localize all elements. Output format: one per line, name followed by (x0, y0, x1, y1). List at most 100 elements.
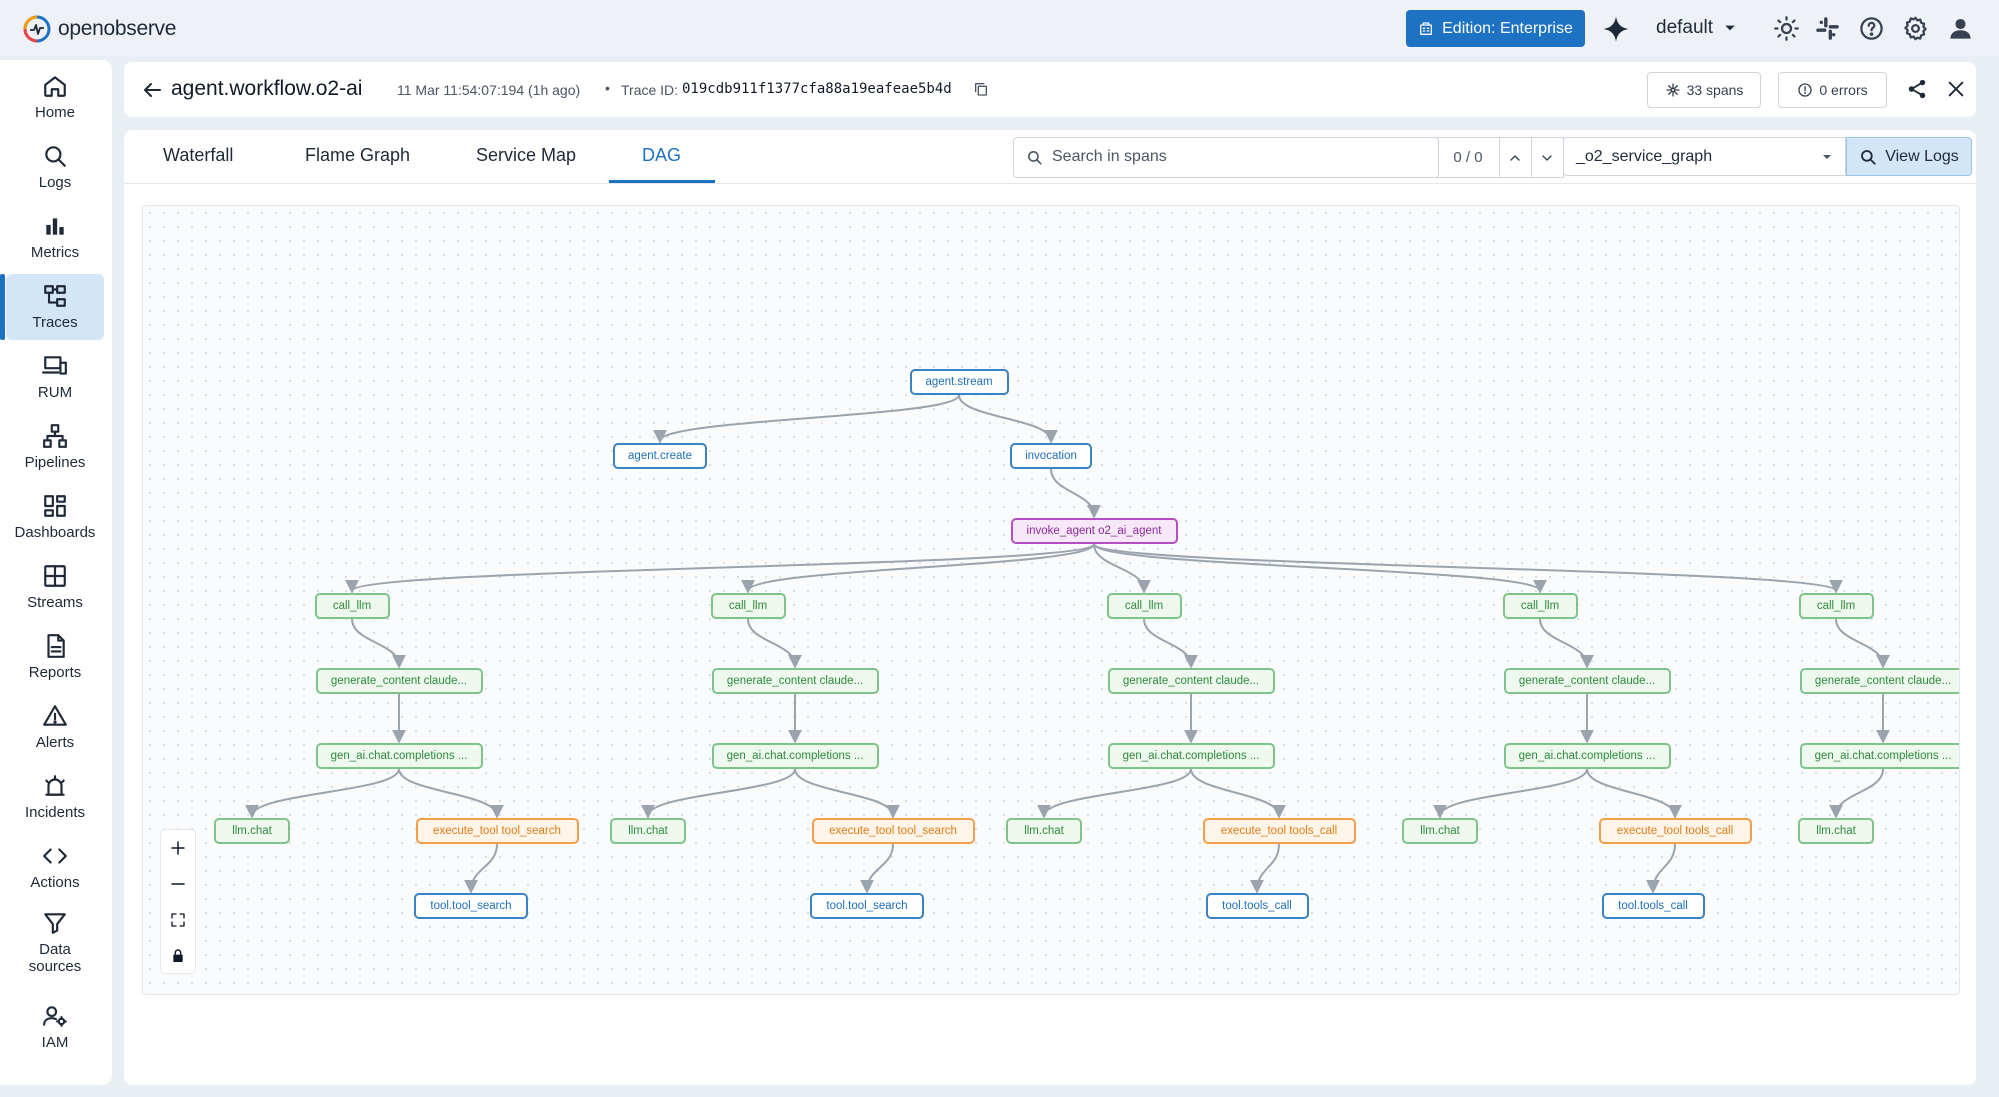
dag-node[interactable]: llm.chat (214, 818, 290, 844)
dag-node[interactable]: call_llm (1106, 593, 1182, 619)
nav-home[interactable]: Home (6, 64, 104, 130)
nav-incidents[interactable]: Incidents (6, 764, 104, 830)
nav-alerts[interactable]: Alerts (6, 694, 104, 760)
dag-edge (1250, 843, 1280, 894)
nav-label: Metrics (30, 244, 80, 261)
dag-node[interactable]: generate_content claude... (315, 668, 483, 694)
nav-dashboards[interactable]: Dashboards (6, 484, 104, 550)
dag-node[interactable]: execute_tool tools_call (1598, 818, 1752, 844)
arrow-left-icon (144, 83, 161, 97)
dag-node[interactable]: agent.stream (909, 369, 1009, 395)
nav-traces[interactable]: Traces (0, 274, 104, 340)
view-logs-label: View Logs (1885, 147, 1959, 165)
share-button[interactable] (1906, 78, 1928, 100)
search-match-count: 0 / 0 (1437, 137, 1500, 178)
nav-label: Dashboards (14, 524, 96, 541)
dag-node[interactable]: generate_content claude... (711, 668, 879, 694)
dag-node[interactable]: llm.chat (1798, 818, 1874, 844)
dag-node[interactable]: call_llm (314, 593, 390, 619)
errors-count-badge[interactable]: 0 errors (1778, 72, 1887, 108)
nav-logs[interactable]: Logs (6, 134, 104, 200)
nav-streams[interactable]: Streams (6, 554, 104, 620)
spans-count: 33 spans (1686, 82, 1744, 98)
nav-actions[interactable]: Actions (6, 834, 104, 900)
edition-button[interactable]: Edition: Enterprise (1406, 10, 1585, 47)
tab-dag[interactable]: DAG (642, 145, 682, 165)
ai-assistant-button[interactable] (1601, 14, 1631, 44)
settings-button[interactable] (1902, 15, 1929, 42)
nav-pipelines[interactable]: Pipelines (6, 414, 104, 480)
slack-button[interactable] (1814, 15, 1841, 42)
dag-node[interactable]: llm.chat (1402, 818, 1478, 844)
pipeline-icon (43, 424, 67, 448)
nav-label: Pipelines (24, 454, 86, 471)
lock-icon (173, 948, 183, 962)
dag-edge (641, 768, 796, 819)
user-gear-icon (43, 1006, 67, 1027)
app-logo[interactable]: openobserve (22, 14, 176, 44)
dag-node[interactable]: call_llm (1798, 593, 1874, 619)
dag-node[interactable]: tool.tool_search (810, 893, 924, 919)
dag-node[interactable]: tool.tools_call (1205, 893, 1309, 919)
search-spans-input[interactable] (1052, 145, 1382, 169)
dag-node[interactable]: execute_tool tool_search (811, 818, 975, 844)
dag-node[interactable]: call_llm (1502, 593, 1578, 619)
theme-toggle-button[interactable] (1773, 15, 1800, 42)
dag-node[interactable]: gen_ai.chat.completions ... (711, 743, 879, 769)
nav-metrics[interactable]: Metrics (6, 204, 104, 270)
previous-match-button[interactable] (1499, 137, 1532, 178)
gear-icon (1904, 16, 1927, 41)
dag-node[interactable]: gen_ai.chat.completions ... (1503, 743, 1671, 769)
dag-node[interactable]: generate_content claude... (1107, 668, 1275, 694)
view-logs-button[interactable]: View Logs (1846, 137, 1972, 176)
zoom-out-button[interactable] (161, 866, 195, 901)
nav-iam[interactable]: IAM (6, 994, 104, 1060)
dag-node[interactable]: invocation (1010, 443, 1092, 469)
dag-node[interactable]: gen_ai.chat.completions ... (1107, 743, 1275, 769)
dag-node[interactable]: generate_content claude... (1799, 668, 1959, 694)
zoom-in-button[interactable] (161, 830, 195, 865)
nav-data-sources[interactable]: Data sources (6, 904, 104, 980)
user-menu-button[interactable] (1947, 15, 1974, 42)
next-match-button[interactable] (1531, 137, 1564, 178)
caret-down-icon (1823, 155, 1831, 159)
nav-rum[interactable]: RUM (6, 344, 104, 410)
dag-node[interactable]: execute_tool tools_call (1202, 818, 1356, 844)
dag-node[interactable]: agent.create (613, 443, 707, 469)
dag-node[interactable]: call_llm (710, 593, 786, 619)
org-selector[interactable]: default (1656, 12, 1737, 44)
trace-title: agent.workflow.o2-ai (171, 77, 363, 100)
span-search (1013, 137, 1439, 178)
building-icon (1420, 21, 1433, 35)
dag-node[interactable]: generate_content claude... (1503, 668, 1671, 694)
separator-dot: • (605, 80, 610, 96)
dag-node[interactable]: llm.chat (1006, 818, 1082, 844)
dag-node[interactable]: gen_ai.chat.completions ... (315, 743, 483, 769)
back-button[interactable] (140, 78, 164, 102)
copy-trace-id-button[interactable] (973, 81, 989, 97)
dag-node[interactable]: tool.tool_search (414, 893, 528, 919)
nav-label: Streams (27, 594, 83, 611)
dag-node[interactable]: gen_ai.chat.completions ... (1799, 743, 1959, 769)
fit-view-button[interactable] (161, 902, 195, 937)
dag-node[interactable]: llm.chat (610, 818, 686, 844)
dag-node[interactable]: tool.tools_call (1601, 893, 1705, 919)
nav-label: Actions (30, 874, 80, 891)
tab-flame-graph[interactable]: Flame Graph (305, 145, 411, 165)
dag-node[interactable]: execute_tool tool_search (415, 818, 579, 844)
tab-waterfall[interactable]: Waterfall (163, 145, 234, 165)
help-button[interactable] (1858, 15, 1885, 42)
fit-view-icon (171, 912, 185, 927)
close-button[interactable] (1945, 78, 1967, 100)
user-icon (1950, 18, 1971, 39)
dag-canvas[interactable]: agent.stream agent.create invocation invoke… (142, 205, 1960, 995)
dag-edge (398, 768, 504, 819)
spans-count-badge[interactable]: 33 spans (1647, 72, 1761, 108)
dag-node[interactable]: invoke_agent o2_ai_agent (1010, 518, 1178, 544)
nav-reports[interactable]: Reports (6, 624, 104, 690)
stream-select[interactable]: _o2_service_graph (1563, 137, 1846, 176)
lock-view-button[interactable] (161, 938, 195, 973)
tab-service-map[interactable]: Service Map (476, 145, 577, 165)
trace-view-panel: Waterfall Flame Graph Service Map DAG 0 … (124, 130, 1976, 1085)
slack-icon (1816, 17, 1839, 40)
